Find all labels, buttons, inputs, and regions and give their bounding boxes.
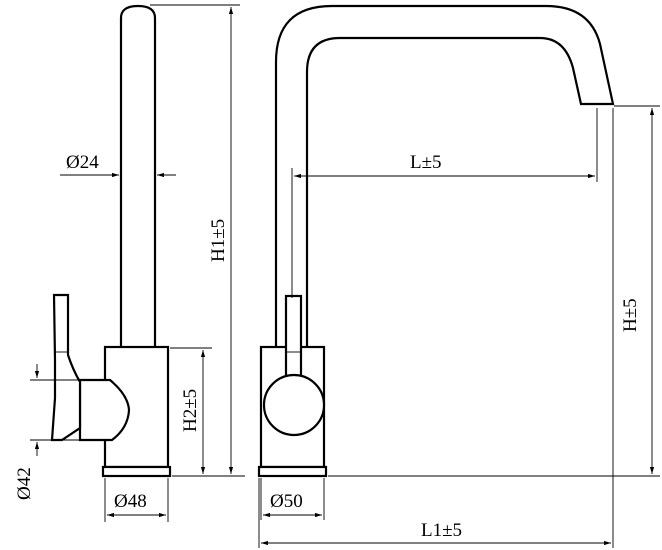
dim-d42: Ø42 [14,364,80,500]
dim-l-label: L±5 [410,152,442,173]
side-lever-housing [78,378,131,442]
front-base-ring [257,465,328,478]
front-spout [274,4,615,347]
dim-d50: Ø50 [260,478,325,520]
dim-h1-label: H1±5 [208,219,229,262]
dim-l: L±5 [291,108,598,298]
side-base-ring [101,465,172,478]
dim-d42-label: Ø42 [14,467,35,500]
front-view-faucet [257,4,615,478]
side-view-faucet [50,4,172,478]
dim-d50-label: Ø50 [270,491,303,512]
dim-h2: H2±5 [170,347,212,474]
dim-h-label: H±5 [620,298,641,332]
dim-l1-label: L1±5 [421,520,462,541]
dim-d48-label: Ø48 [114,491,147,512]
side-lever-handle [50,293,82,442]
dim-h: H±5 [328,105,660,477]
dim-d48: Ø48 [104,478,169,522]
front-lever-handle [284,294,303,378]
front-lever-hub [262,373,326,437]
dim-d24-label: Ø24 [66,152,99,173]
dim-d24: Ø24 [60,152,176,178]
side-spout-tube [119,4,157,347]
dim-h2-label: H2±5 [180,389,201,432]
dim-h1: H1±5 [150,4,245,477]
dim-l1: L1±5 [258,108,614,548]
